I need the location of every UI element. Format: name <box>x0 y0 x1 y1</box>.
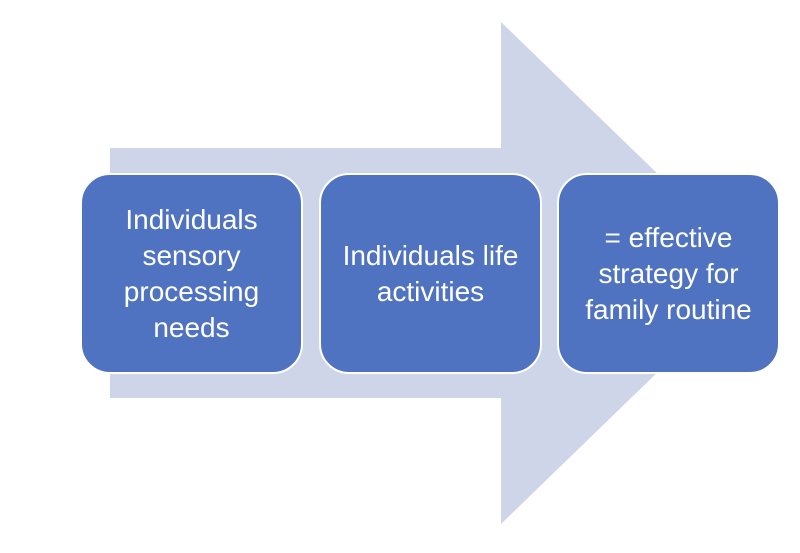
step-box-sensory-needs: Individuals sensory processing needs <box>80 173 303 374</box>
step-label-effective-strategy: = effective strategy for family routine <box>585 221 752 325</box>
step-box-life-activities: Individuals life activities <box>319 173 542 374</box>
step-label-life-activities: Individuals life activities <box>342 239 519 307</box>
step-box-effective-strategy: = effective strategy for family routine <box>557 173 780 374</box>
step-label-sensory-needs: Individuals sensory processing needs <box>123 203 260 343</box>
